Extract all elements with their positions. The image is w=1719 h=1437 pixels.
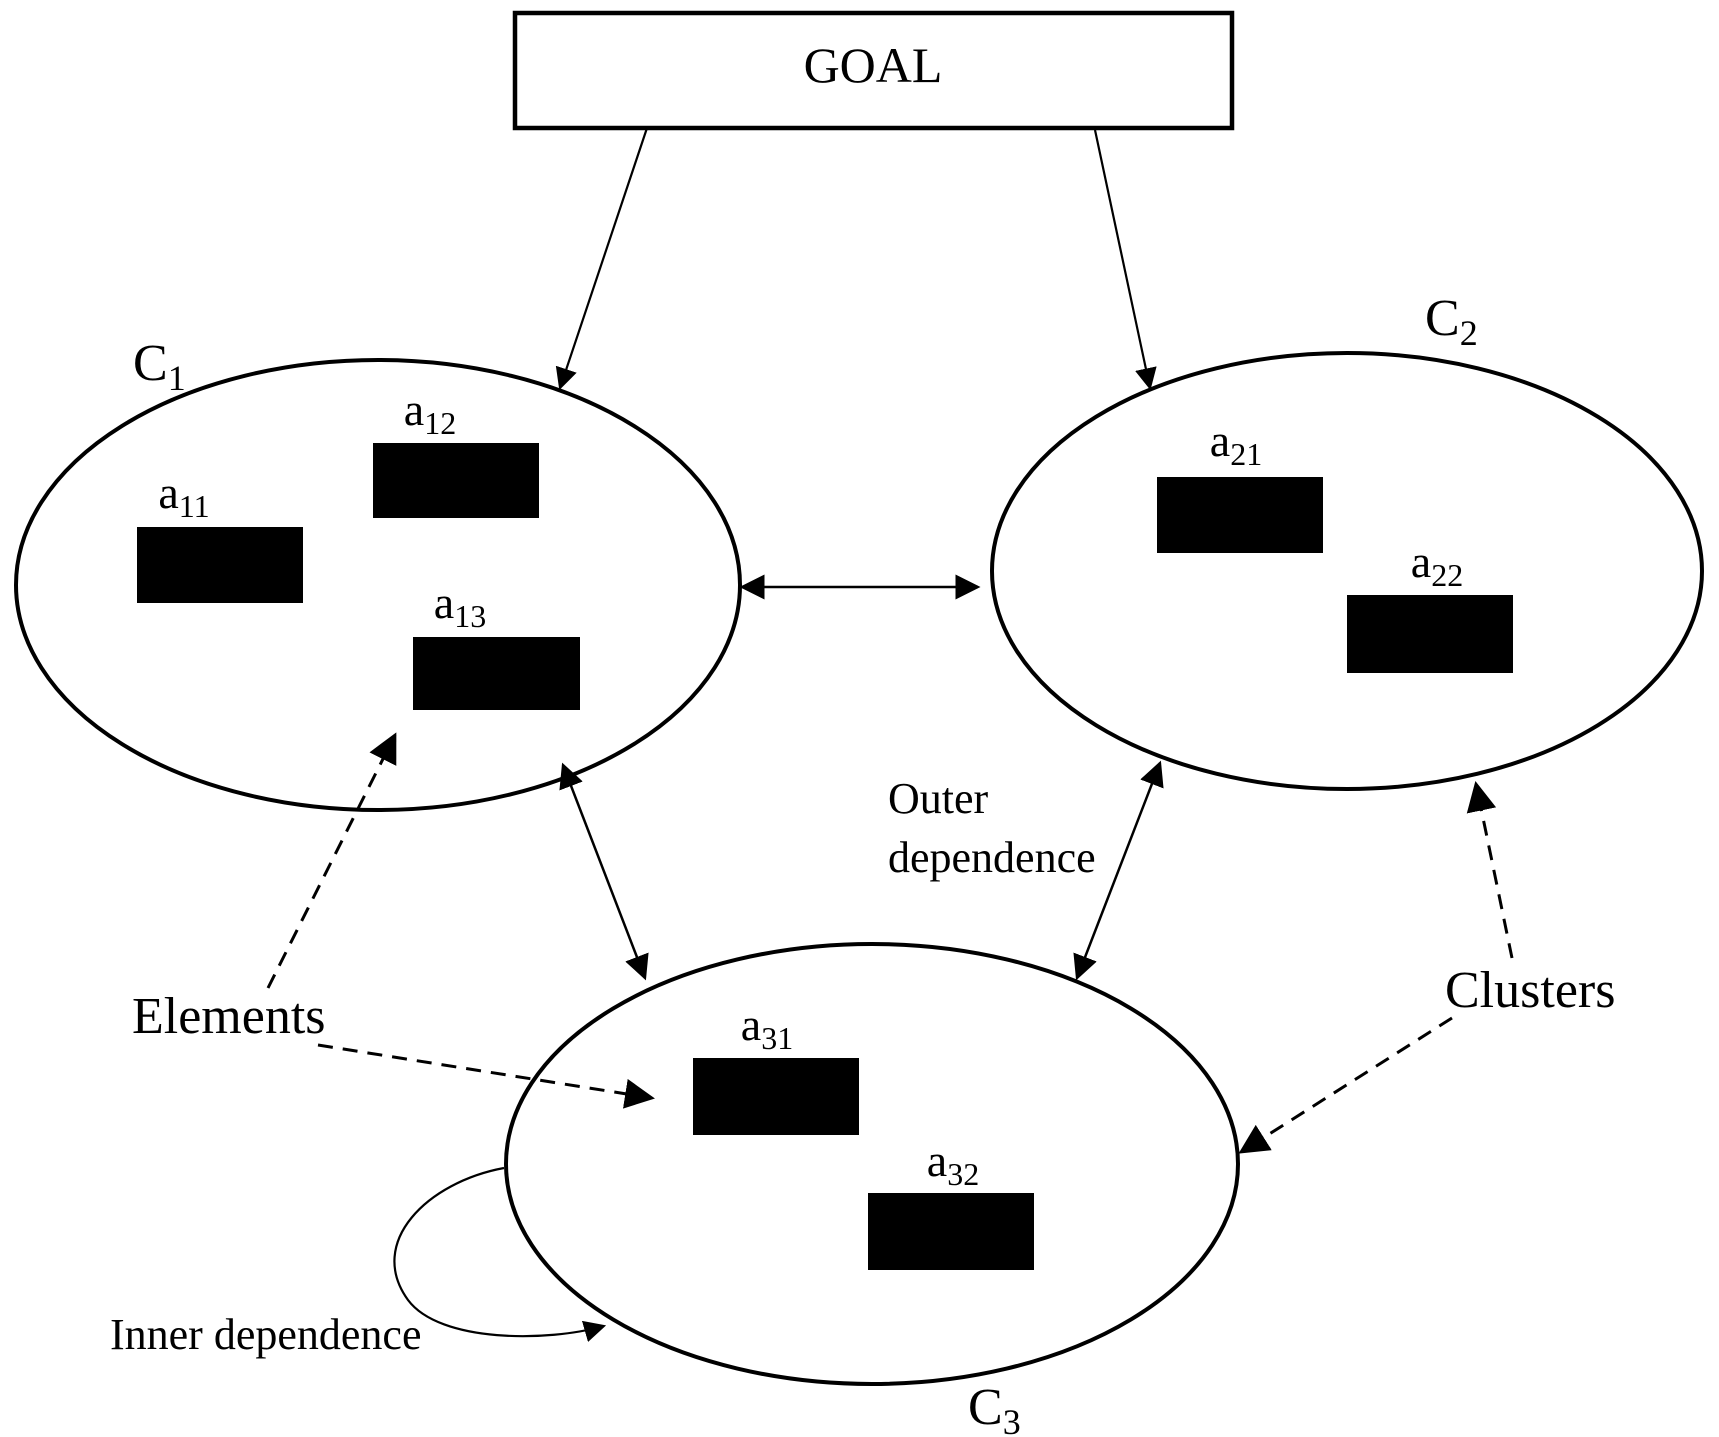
- clusters-label: Clusters: [1445, 962, 1615, 1019]
- outer-dependence-label-line1: Outer: [888, 774, 989, 823]
- cluster-c3-label: C3: [968, 1379, 1021, 1437]
- cluster-c1-label: C1: [133, 335, 186, 398]
- element-a12-label: a12: [404, 384, 456, 441]
- element-a21-box: [1157, 477, 1323, 553]
- element-a31-box: [693, 1058, 859, 1135]
- dashed-arrow-elements-to-a31: [317, 1043, 655, 1109]
- goal-box: [512, 10, 1235, 131]
- dashed-arrow-clusters-to-c3: [1238, 1016, 1453, 1154]
- element-a22-box: [1347, 595, 1513, 673]
- cluster-c2-label: C2: [1425, 290, 1478, 353]
- dashed-arrow-clusters-to-c2: [1466, 781, 1514, 959]
- element-a21-label: a21: [1210, 415, 1262, 472]
- element-a11-box: [137, 527, 303, 603]
- element-a32-box: [868, 1193, 1034, 1270]
- elements-label: Elements: [132, 988, 326, 1045]
- arrow-goal-to-c2: [1093, 129, 1157, 391]
- arrow-c2-c3-outer-dependence: [1073, 760, 1164, 981]
- cluster-c1-ellipse: [14, 358, 742, 812]
- element-a22-label: a22: [1411, 536, 1463, 593]
- element-a11-label: a11: [158, 467, 209, 524]
- element-a31-label: a31: [741, 999, 793, 1056]
- inner-dependence-loop-arrow: [393, 1166, 607, 1343]
- dashed-arrow-elements-to-a13: [266, 732, 397, 989]
- cluster-c2-ellipse: [990, 351, 1704, 791]
- element-a13-label: a13: [434, 577, 486, 634]
- element-a32-label: a32: [927, 1135, 979, 1192]
- arrow-goal-to-c1: [555, 127, 649, 391]
- arrow-c1-c3-outer-dependence: [559, 762, 649, 981]
- element-a12-box: [373, 443, 539, 518]
- outer-dependence-label-line2: dependence: [888, 833, 1096, 882]
- cluster-c3-ellipse: [504, 942, 1240, 1386]
- element-a13-box: [413, 637, 580, 710]
- inner-dependence-label: Inner dependence: [110, 1310, 421, 1359]
- goal-label: GOAL: [804, 37, 943, 93]
